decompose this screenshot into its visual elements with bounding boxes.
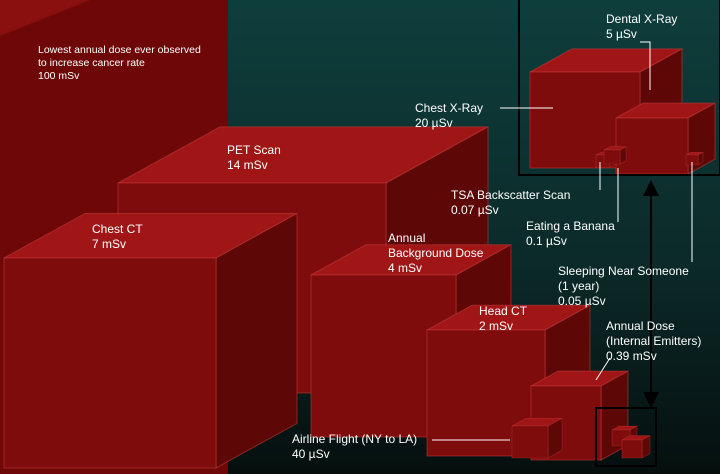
label-chest-ct: Chest CT 7 mSv: [92, 222, 143, 251]
label-head-ct: Head CT 2 mSv: [479, 304, 528, 333]
label-chest-xray: Chest X-Ray 20 µSv: [415, 101, 484, 130]
cube-airline-flight: [511, 417, 563, 459]
leader-lines: [432, 41, 693, 441]
cube-banana: [603, 146, 627, 165]
label-sleeping: Sleeping Near Someone (1 year) 0.05 µSv: [558, 264, 689, 308]
inset-box-large: [518, 0, 720, 176]
cube-sleeping: [685, 151, 704, 166]
label-annual-background: Annual Background Dose 4 mSv: [388, 231, 484, 275]
label-dental-xray: Dental X-Ray 5 µSv: [606, 12, 678, 41]
label-airline-flight: Airline Flight (NY to LA) 40 µSv: [292, 432, 418, 461]
label-banana: Eating a Banana 0.1 µSv: [526, 219, 615, 248]
label-lowest-dose: Lowest annual dose ever observed to incr…: [38, 44, 201, 82]
leader-internal: [595, 357, 611, 381]
label-annual-internal: Annual Dose (Internal Emitters) 0.39 mSv: [606, 319, 702, 363]
cube-chest-ct: [3, 212, 298, 469]
cubes-group: [3, 48, 716, 469]
cube-dental-xray: [615, 102, 716, 175]
inset-box-small: [595, 407, 657, 467]
cube-inset-b: [621, 435, 651, 459]
leader-dental: [640, 41, 651, 90]
label-tsa-scan: TSA Backscatter Scan 0.07 µSv: [451, 188, 571, 217]
label-pet-scan: PET Scan 14 mSv: [227, 143, 281, 172]
